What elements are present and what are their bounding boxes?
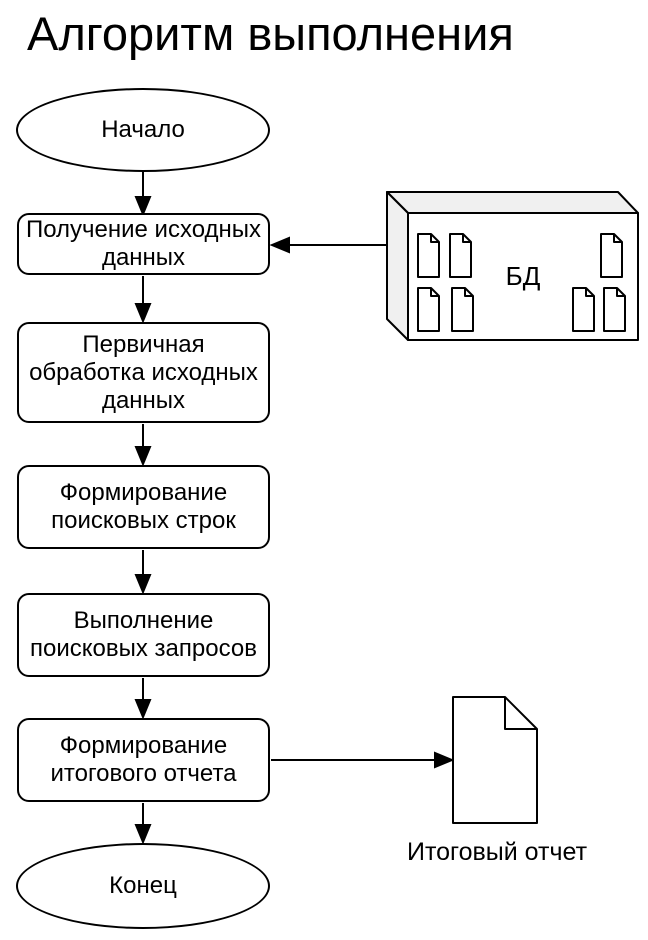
arrow-queries-to-report <box>134 678 152 720</box>
node-primary-processing-label: Первичная обработка исходных данных <box>29 330 258 414</box>
node-get-data: Получение исходных данных <box>17 213 270 275</box>
arrow-report-to-end <box>134 803 152 845</box>
arrow-strings-to-queries <box>134 550 152 595</box>
node-end: Конец <box>16 843 270 929</box>
node-end-label: Конец <box>109 872 177 899</box>
node-start: Начало <box>16 88 270 172</box>
node-form-search-strings-label: Формирование поисковых строк <box>51 479 236 534</box>
report-document-icon <box>452 696 538 824</box>
diagram-title: Алгоритм выполнения <box>27 7 514 60</box>
arrow-start-to-get-data <box>134 172 152 217</box>
node-form-search-strings: Формирование поисковых строк <box>17 465 270 549</box>
database-left-face <box>386 191 409 341</box>
arrow-report-to-document <box>271 751 455 769</box>
node-get-data-label: Получение исходных данных <box>25 216 262 271</box>
report-label: Итоговый отчет <box>406 838 588 866</box>
arrow-get-data-to-processing <box>134 276 152 324</box>
node-form-final-report-label: Формирование итогового отчета <box>50 732 237 787</box>
node-run-search-queries: Выполнение поисковых запросов <box>17 593 270 677</box>
database-label: БД <box>505 261 541 291</box>
database-top-face <box>386 191 639 214</box>
node-primary-processing: Первичная обработка исходных данных <box>17 322 270 423</box>
node-form-final-report: Формирование итогового отчета <box>17 718 270 802</box>
node-run-search-queries-label: Выполнение поисковых запросов <box>30 607 257 662</box>
arrow-processing-to-strings <box>134 424 152 467</box>
node-start-label: Начало <box>101 116 185 143</box>
arrow-db-to-get-data <box>269 236 390 254</box>
